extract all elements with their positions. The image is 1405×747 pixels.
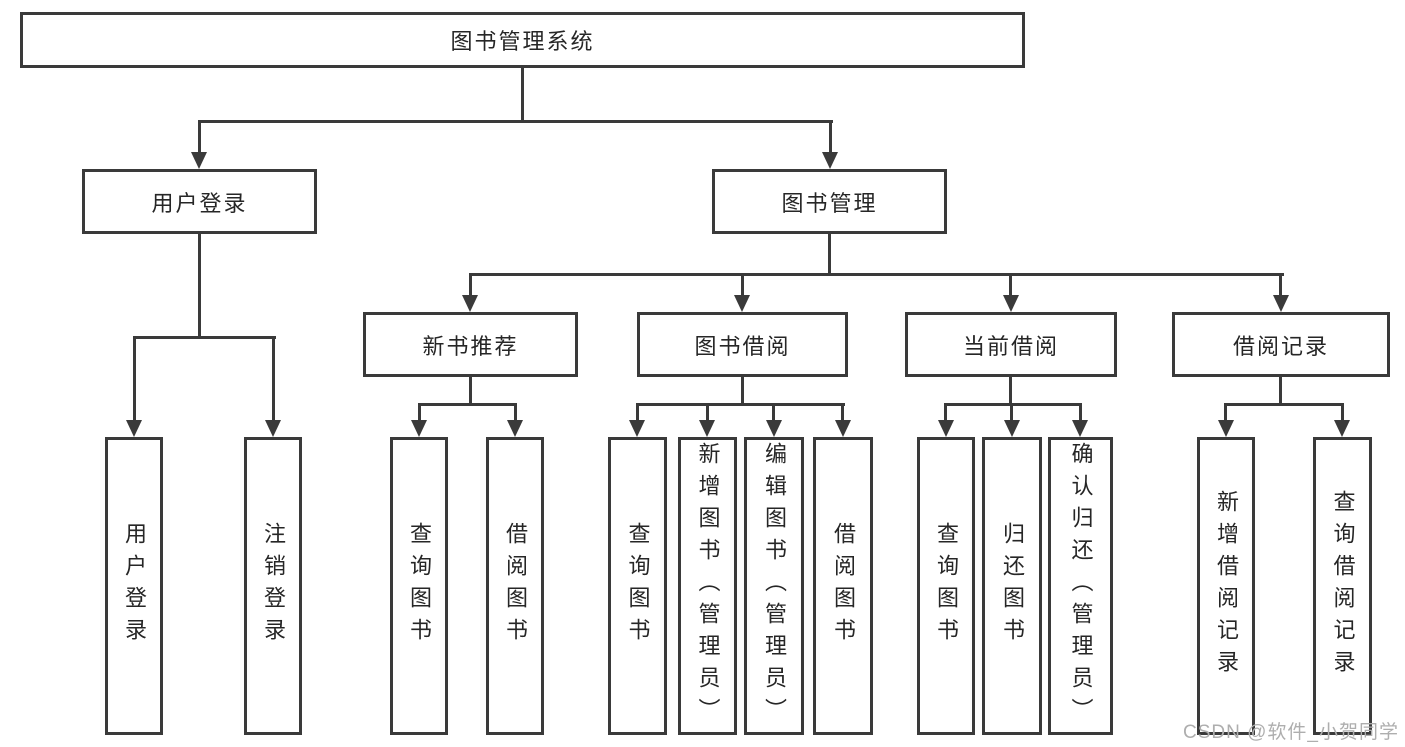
node-leaf-user-login-label: 用户登录 — [122, 522, 147, 650]
connector-new-books-stem — [469, 377, 472, 403]
connector-arrow-bb-borrow-stem — [841, 403, 844, 421]
connector-new-books-hline — [417, 403, 517, 406]
node-book-management: 图书管理 — [712, 169, 947, 234]
node-leaf-logout-label: 注销登录 — [261, 522, 286, 650]
connector-book-mgmt-stem — [828, 234, 831, 273]
node-new-book-recommend: 新书推荐 — [363, 312, 578, 377]
arrow-down-bb-add-icon — [699, 420, 715, 437]
arrow-down-cb-return-icon — [1004, 420, 1020, 437]
node-leaf-nb-query-books-label: 查询图书 — [407, 522, 432, 650]
connector-current-borrow-hline — [944, 403, 1082, 406]
arrow-down-br-add-icon — [1218, 420, 1234, 437]
connector-borrow-records-stem — [1279, 377, 1282, 403]
node-leaf-br-add-record: 新增借阅记录 — [1197, 437, 1255, 735]
arrow-down-borrow-records-icon — [1273, 295, 1289, 312]
connector-arrow-login-leaf-stem — [132, 336, 136, 421]
connector-arrow-new-books-stem — [469, 273, 472, 296]
connector-arrow-nb-borrow-stem — [513, 403, 517, 421]
node-leaf-br-add-record-label: 新增借阅记录 — [1214, 490, 1239, 682]
connector-arrow-cb-query-stem — [944, 403, 947, 421]
connector-level2-hline — [197, 120, 833, 123]
arrow-down-new-books-icon — [462, 295, 478, 312]
node-leaf-cb-return-book-label: 归还图书 — [1000, 522, 1025, 650]
node-leaf-bb-borrow-books: 借阅图书 — [813, 437, 873, 735]
arrow-down-bb-edit-icon — [766, 420, 782, 437]
node-book-borrow: 图书借阅 — [637, 312, 848, 377]
arrow-down-login-leaf-icon — [126, 420, 142, 437]
node-root-library-system: 图书管理系统 — [20, 12, 1025, 68]
connector-user-login-stem — [198, 234, 201, 336]
arrow-down-book-borrow-icon — [734, 295, 750, 312]
arrow-down-nb-query-icon — [411, 420, 427, 437]
connector-arrow-bb-query-stem — [636, 403, 639, 421]
connector-arrow-bb-edit-stem — [772, 403, 775, 421]
node-leaf-cb-confirm-return-admin: 确认归还（管理员） — [1048, 437, 1113, 735]
node-leaf-logout: 注销登录 — [244, 437, 302, 735]
arrow-down-cb-query-icon — [938, 420, 954, 437]
connector-current-borrow-stem — [1009, 377, 1012, 403]
arrow-down-book-mgmt-icon — [822, 152, 838, 169]
node-leaf-br-query-record: 查询借阅记录 — [1313, 437, 1372, 735]
node-borrow-records-label: 借阅记录 — [1232, 333, 1329, 359]
node-leaf-nb-borrow-books: 借阅图书 — [486, 437, 544, 735]
connector-borrow-records-hline — [1224, 403, 1344, 406]
node-current-borrow: 当前借阅 — [905, 312, 1117, 377]
connector-arrow-cb-confirm-stem — [1079, 403, 1082, 421]
arrow-down-bb-borrow-icon — [835, 420, 851, 437]
arrow-down-bb-query-icon — [629, 420, 645, 437]
arrow-down-nb-borrow-icon — [507, 420, 523, 437]
node-leaf-cb-query-books-label: 查询图书 — [934, 522, 959, 650]
node-leaf-bb-add-book-admin: 新增图书（管理员） — [678, 437, 737, 735]
node-book-borrow-label: 图书借阅 — [694, 333, 791, 359]
node-user-login: 用户登录 — [82, 169, 317, 234]
connector-book-borrow-hline — [635, 403, 845, 406]
node-leaf-cb-query-books: 查询图书 — [917, 437, 975, 735]
arrow-down-current-borrow-icon — [1003, 295, 1019, 312]
connector-user-login-hline — [132, 336, 276, 339]
node-root-label: 图书管理系统 — [450, 29, 595, 54]
connector-arrow-nb-query-stem — [417, 403, 421, 421]
node-user-login-label: 用户登录 — [151, 190, 248, 216]
node-leaf-user-login: 用户登录 — [105, 437, 163, 735]
node-leaf-br-query-record-label: 查询借阅记录 — [1330, 490, 1356, 682]
connector-arrow-book-mgmt-stem — [828, 120, 832, 153]
node-leaf-bb-edit-book-admin: 编辑图书（管理员） — [744, 437, 804, 735]
node-new-book-recommend-label: 新书推荐 — [422, 333, 519, 359]
connector-arrow-current-borrow-stem — [1009, 273, 1012, 296]
connector-arrow-br-add-stem — [1224, 403, 1227, 421]
node-borrow-records: 借阅记录 — [1172, 312, 1390, 377]
node-book-management-label: 图书管理 — [781, 190, 878, 216]
connector-arrow-book-borrow-stem — [741, 273, 744, 296]
node-leaf-nb-borrow-books-label: 借阅图书 — [503, 522, 528, 650]
connector-arrow-cb-return-stem — [1010, 403, 1013, 421]
node-leaf-bb-borrow-books-label: 借阅图书 — [831, 522, 856, 650]
connector-arrow-bb-add-stem — [706, 403, 709, 421]
node-leaf-bb-query-books-label: 查询图书 — [625, 522, 651, 650]
node-leaf-bb-add-book-admin-label: 新增图书（管理员） — [695, 442, 721, 730]
arrow-down-br-query-icon — [1334, 420, 1350, 437]
node-leaf-bb-query-books: 查询图书 — [608, 437, 667, 735]
arrow-down-logout-leaf-icon — [265, 420, 281, 437]
connector-arrow-br-query-stem — [1341, 403, 1344, 421]
connector-book-borrow-stem — [741, 377, 744, 403]
node-leaf-bb-edit-book-admin-label: 编辑图书（管理员） — [762, 442, 787, 730]
csdn-watermark: CSDN @软件_小贺同学 — [1183, 722, 1399, 743]
connector-arrow-user-login-stem — [197, 120, 201, 153]
node-leaf-cb-return-book: 归还图书 — [982, 437, 1042, 735]
node-current-borrow-label: 当前借阅 — [962, 333, 1059, 359]
connector-root-stem — [520, 68, 524, 123]
node-leaf-nb-query-books: 查询图书 — [390, 437, 448, 735]
connector-level3-hline — [468, 273, 1284, 276]
node-leaf-cb-confirm-return-admin-label: 确认归还（管理员） — [1068, 442, 1094, 730]
connector-arrow-borrow-records-stem — [1279, 273, 1282, 296]
arrow-down-cb-confirm-icon — [1072, 420, 1088, 437]
connector-arrow-logout-leaf-stem — [271, 336, 275, 421]
arrow-down-user-login-icon — [191, 152, 207, 169]
